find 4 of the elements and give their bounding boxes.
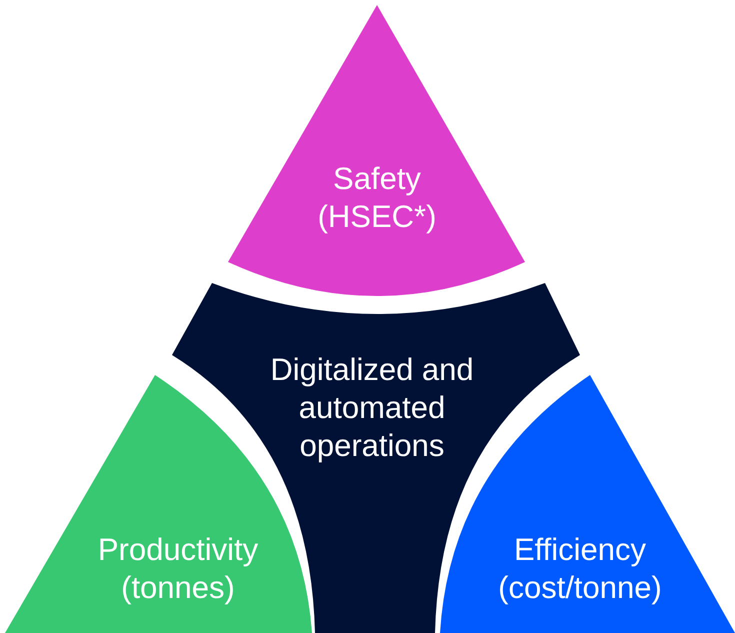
segment-label: Digitalized and automated operations xyxy=(269,351,475,465)
segment-label: Productivity (tonnes) xyxy=(96,531,260,607)
segment-label: Efficiency (cost/tonne) xyxy=(497,531,663,607)
segment-label: Safety (HSEC*) xyxy=(316,160,438,236)
